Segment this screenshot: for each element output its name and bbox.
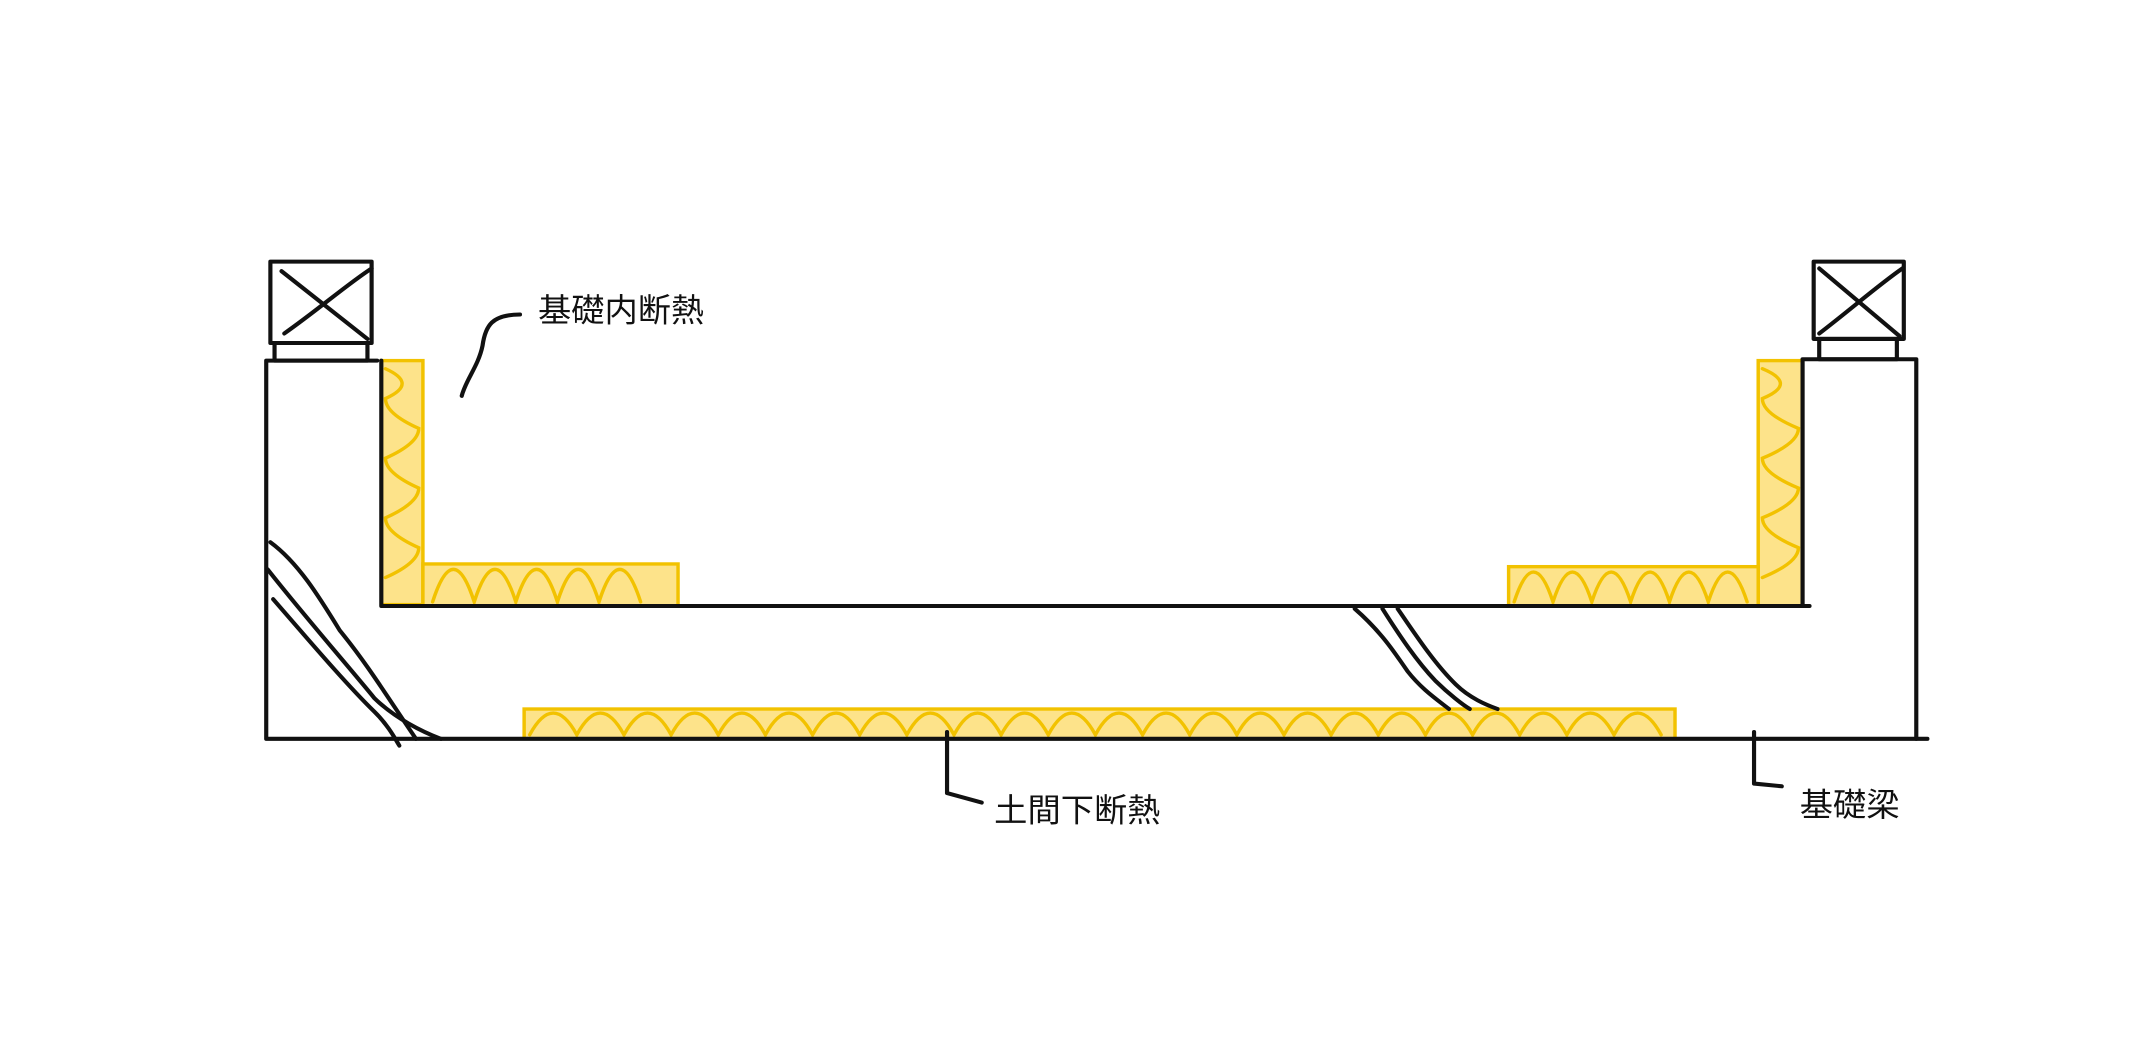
insulation-squiggle	[527, 711, 1663, 739]
section-hatch-left	[265, 540, 444, 748]
insulation-group	[379, 358, 1805, 741]
insulation-squiggle	[430, 567, 643, 608]
leader-foundation-beam	[1751, 730, 1784, 789]
leader-under-slab-insulation	[944, 730, 984, 805]
foundation-outline	[264, 357, 1930, 741]
label-foundation-beam: 基礎梁	[1800, 785, 1900, 824]
left-sill-timber	[268, 259, 374, 363]
section-hatch-center	[1352, 606, 1500, 712]
label-under-slab-insulation: 土間下断熱	[994, 791, 1160, 830]
insulation-squiggle	[383, 367, 421, 580]
insulation-squiggle	[1512, 570, 1749, 608]
insulation-squiggles	[383, 367, 1801, 739]
inner-slab-edge-insulation-right	[1506, 564, 1760, 608]
insulation-squiggle	[1760, 367, 1801, 580]
leader-inner-insulation	[459, 312, 523, 398]
right-sill-timber	[1811, 259, 1906, 362]
inner-wall-insulation-left	[379, 358, 425, 607]
label-inner-foundation-insulation: 基礎内断熱	[538, 291, 704, 330]
